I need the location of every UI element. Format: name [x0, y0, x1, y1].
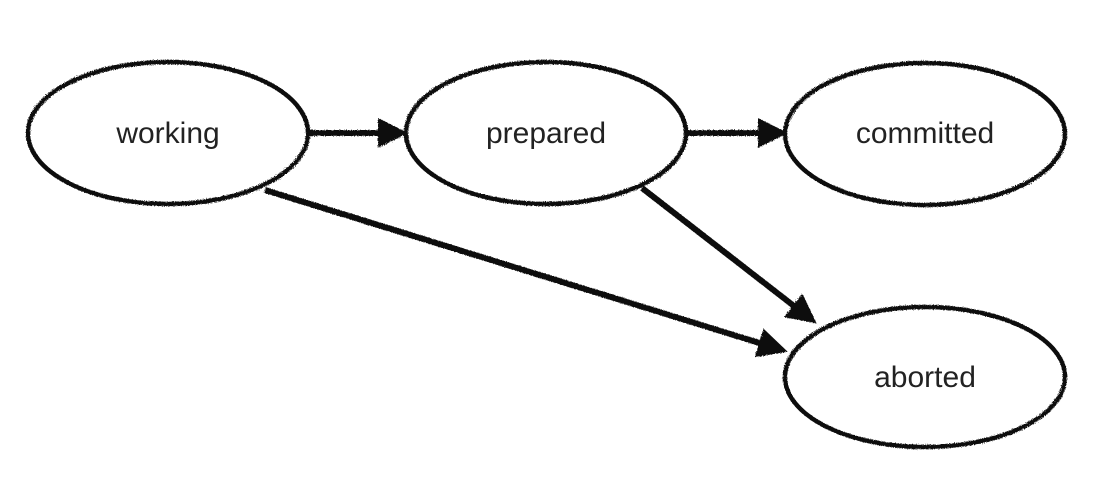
edge-prepared-aborted: [640, 185, 817, 324]
node-aborted: [782, 304, 1068, 450]
node-committed-label: committed: [856, 117, 994, 150]
node-prepared-label: prepared: [486, 117, 606, 150]
node-prepared: [403, 59, 689, 207]
edge-working-aborted: [264, 187, 788, 358]
node-working-label: working: [115, 117, 219, 150]
node-committed: [782, 60, 1068, 208]
node-working: [25, 59, 311, 207]
node-aborted-label: aborted: [874, 361, 976, 394]
